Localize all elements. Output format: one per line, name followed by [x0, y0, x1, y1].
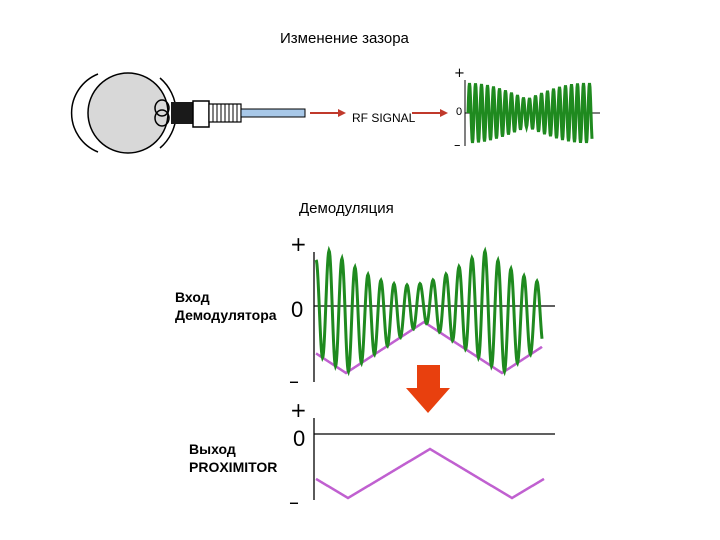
output-envelope-wave: [315, 447, 545, 500]
probe-cable: [240, 108, 306, 118]
input-plus-label: +: [290, 232, 307, 256]
rf-plus-label: +: [454, 66, 465, 81]
output-label-line1: Выход: [189, 441, 236, 457]
demodulation-arrow: [406, 365, 450, 413]
probe-tip: [171, 102, 193, 124]
output-minus-label: –: [289, 490, 299, 514]
probe-thread: [208, 103, 242, 123]
output-plus-label: +: [290, 398, 307, 422]
gap-change-title: Изменение зазора: [280, 30, 409, 47]
demodulation-title: Демодуляция: [299, 200, 394, 217]
output-label-line2: PROXIMITOR: [189, 459, 278, 475]
input-carrier-wave: [314, 245, 544, 377]
input-label-line2: Демодулятора: [175, 307, 277, 323]
input-label-line1: Вход: [175, 289, 210, 305]
rf-zero-label: 0: [456, 106, 463, 118]
probe-nut: [192, 100, 210, 128]
rf-signal-wave: [466, 82, 594, 144]
rf-signal-label: RF SIGNAL: [352, 111, 416, 125]
input-minus-label: –: [289, 369, 299, 393]
proximity-probe: [70, 72, 306, 154]
input-zero-label: 0: [291, 297, 304, 322]
output-zero-label: 0: [293, 426, 306, 451]
rf-minus-label: –: [454, 138, 461, 153]
coil-loop: [154, 99, 170, 117]
